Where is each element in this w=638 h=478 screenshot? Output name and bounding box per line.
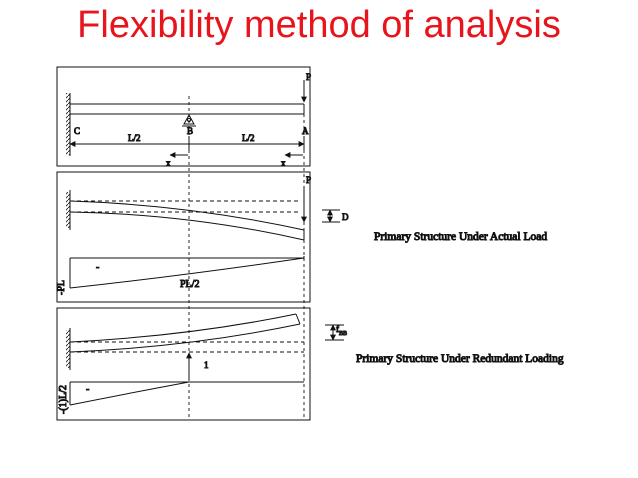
panel-3-redundant-load (66, 313, 344, 406)
moment-diagram-3 (69, 381, 190, 406)
deflection-label-f: fBB (336, 324, 347, 337)
support-label-b: B (187, 126, 193, 136)
moment-sign-2: - (96, 262, 99, 273)
deflected-beam-top (69, 200, 305, 231)
roller-support-b (183, 113, 195, 125)
slide-title: Flexibility method of analysis (77, 4, 561, 46)
support-label-c: C (74, 126, 80, 136)
fixed-wall-hatch-2 (66, 192, 70, 228)
moment-diagram-2 (69, 257, 305, 289)
support-label-a: A (302, 126, 309, 136)
caption-actual-load: Primary Structure Under Actual Load (374, 231, 547, 243)
panel-frame-3 (56, 307, 311, 421)
span-label-right: L/2 (242, 133, 255, 143)
deflected-beam-bottom-3 (69, 323, 301, 353)
panel-frame-2 (56, 171, 311, 303)
moment-label-left-3: -(1)L/2 (58, 385, 69, 414)
panel-1-beam (66, 80, 307, 158)
moment-label-left-2: -PL (56, 280, 67, 295)
caption-redundant-load: Primary Structure Under Redundant Loadin… (356, 353, 564, 365)
load-label-p2: P (306, 175, 311, 185)
moment-label-mid-2: PL/2 (180, 279, 199, 290)
fixed-wall-hatch-3 (66, 330, 70, 368)
span-label-left: L/2 (128, 133, 141, 143)
moment-sign-3: - (86, 384, 89, 395)
panel-frame-1 (56, 66, 311, 167)
x-label-right: x (281, 158, 286, 168)
deflected-beam-top-3 (69, 313, 297, 343)
deflected-beam-bottom (69, 211, 305, 241)
unit-load-label: 1 (204, 360, 209, 370)
fixed-wall-hatch (66, 93, 70, 155)
load-label-p1: P (306, 72, 311, 82)
x-label-left: x (166, 158, 171, 168)
deflection-label-d: D (342, 212, 349, 222)
panel-2-actual-load (66, 186, 340, 289)
